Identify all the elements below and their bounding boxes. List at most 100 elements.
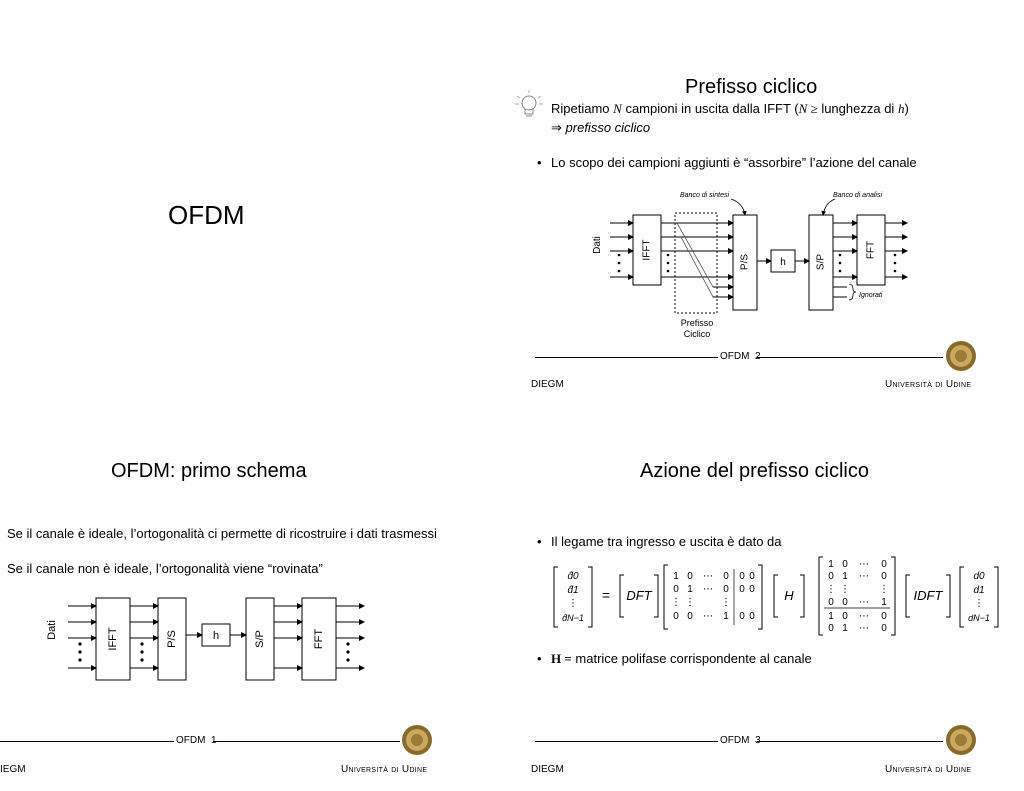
slide1-page-number: 1: [211, 735, 217, 746]
h-matrix-term: H: [784, 588, 794, 603]
s2-ignorati-label: Ignorati: [859, 292, 883, 299]
slide1-bullet1: Se il canale è ideale, l’ortogonalità ci…: [7, 526, 437, 541]
sel-cell: ⋮: [721, 597, 731, 608]
ins-cell: 0: [842, 597, 848, 608]
lhs-1: d̂1: [567, 584, 578, 596]
dft-term: DFT: [626, 588, 652, 603]
sel-cell: ⋮: [671, 597, 681, 608]
university-seal-icon: [402, 725, 432, 755]
sel-cell: 0: [673, 584, 679, 595]
lightbulb-icon: [515, 90, 543, 117]
slide2-footer-label: OFDM: [720, 351, 750, 362]
sel-cell: 0: [723, 584, 729, 595]
slide2-footer-left: DIEGM: [531, 379, 564, 390]
ins-cell: 1: [842, 571, 848, 582]
s2-prefisso-label: Prefisso: [681, 318, 714, 328]
s1-fft-block: FFT: [313, 629, 325, 649]
slide3-footer-center: OFDM 3: [720, 735, 761, 746]
slide3-footer-left: DIEGM: [531, 764, 564, 775]
ins-cell: 0: [881, 611, 887, 622]
s2-ps-block: P/S: [740, 254, 751, 270]
intro-mid: campioni in uscita dalla IFFT (: [625, 101, 799, 116]
s1-h-block: h: [213, 630, 219, 642]
intro-h: h: [897, 101, 905, 116]
ins-cell: ⋯: [859, 571, 869, 582]
ins-cell: 0: [828, 623, 834, 634]
bullet2-text: matrice polifase corrispondente al canal…: [575, 651, 812, 666]
ins-cell: 0: [842, 559, 848, 570]
ins-cell: ⋮: [840, 584, 850, 595]
sel-cell: ⋯: [703, 584, 713, 595]
sel-cell: 0: [723, 571, 729, 582]
sel-cell: 0: [749, 571, 755, 582]
sel-cell: ⋯: [703, 571, 713, 582]
ins-cell: ⋯: [859, 559, 869, 570]
ins-cell: ⋮: [879, 584, 889, 595]
ins-cell: 1: [828, 559, 834, 570]
sel-cell: 0: [739, 571, 745, 582]
slide1-footer-right: Università di Udine: [341, 764, 428, 775]
sel-cell: 1: [687, 584, 693, 595]
bullet2-symbol: H =: [551, 651, 572, 666]
intro-cond: N ≥: [798, 101, 818, 116]
slide3-page-number: 3: [755, 735, 761, 746]
ins-cell: 1: [842, 623, 848, 634]
rhs-3: dN−1: [968, 613, 990, 623]
slide3-footer-label: OFDM: [720, 735, 750, 746]
intro-post: lunghezza di: [821, 101, 895, 116]
s1-dati-label: Dati: [46, 620, 58, 640]
ins-cell: 0: [881, 571, 887, 582]
eq-sign: =: [602, 587, 610, 603]
insertion-matrix: 1 0 ⋯ 0 0 1 ⋯ 0 ⋮ ⋮ ⋮ 0 0 ⋯ 1 1 0 ⋯ 0 0 …: [826, 559, 889, 634]
slide2-intro-line: Ripetiamo N campioni in uscita dalla IFF…: [551, 101, 909, 117]
ins-cell: 0: [881, 623, 887, 634]
slide2-footer-center: OFDM 2: [720, 351, 761, 362]
s1-ps-block: P/S: [166, 630, 178, 648]
sel-cell: ⋯: [703, 611, 713, 622]
ins-cell: 1: [881, 597, 887, 608]
slide1-footer-center: OFDM 1: [176, 735, 217, 746]
ins-cell: ⋮: [826, 584, 836, 595]
s2-sintesi-label: Banco di sintesi: [680, 192, 729, 199]
ins-cell: 0: [881, 559, 887, 570]
s2-ciclico-label: Ciclico: [684, 329, 711, 339]
ins-cell: 0: [828, 571, 834, 582]
sel-cell: 0: [749, 584, 755, 595]
s2-fft-block: FFT: [866, 241, 877, 259]
s2-ifft-block: IFFT: [642, 239, 653, 260]
slide3-title: Azione del prefisso ciclico: [640, 460, 869, 482]
ins-cell: 0: [828, 597, 834, 608]
lhs-3: d̂N−1: [562, 613, 584, 623]
slide2-title: Prefisso ciclico: [685, 76, 818, 98]
rhs-1: d1: [973, 585, 984, 596]
selection-matrix: 1 0 ⋯ 0 0 0 0 1 ⋯ 0 0 0 ⋮ ⋮ ⋮ 0 0 ⋯ 1 0 …: [671, 571, 755, 622]
ins-cell: ⋯: [859, 611, 869, 622]
sel-cell: 0: [749, 611, 755, 622]
slide2-ofdm-cp-diagram: Dati Banco di sintesi Banco di analisi I…: [592, 192, 908, 339]
idft-term: IDFT: [914, 588, 944, 603]
ins-cell: 0: [842, 611, 848, 622]
intro-pre: Ripetiamo: [551, 101, 610, 116]
sel-cell: 0: [739, 611, 745, 622]
slide1-footer-label: OFDM: [176, 735, 206, 746]
lhs-0: d̂0: [567, 570, 579, 582]
sel-cell: 0: [673, 611, 679, 622]
lhs-2: ⋮: [568, 598, 578, 609]
slide3-bullet1: Il legame tra ingresso e uscita è dato d…: [537, 534, 782, 549]
slide3-footer-right: Università di Udine: [885, 764, 972, 775]
s1-sp-block: S/P: [254, 630, 266, 648]
sel-cell: ⋮: [685, 597, 695, 608]
university-seal-icon: [946, 725, 976, 755]
slide2-bullet1: Lo scopo dei campioni aggiunti è “assorb…: [537, 155, 917, 170]
s2-h-block: h: [780, 257, 786, 268]
sel-cell: 0: [687, 611, 693, 622]
implies-arrow: ⇒: [551, 120, 562, 135]
sel-cell: 0: [739, 584, 745, 595]
rhs-0: d0: [973, 571, 985, 582]
slide1-title: OFDM: primo schema: [111, 460, 307, 482]
ins-cell: ⋯: [859, 597, 869, 608]
sel-cell: 0: [687, 571, 693, 582]
slide2-page-number: 2: [755, 351, 761, 362]
sel-cell: 1: [723, 611, 729, 622]
s2-sp-block: S/P: [816, 254, 827, 270]
